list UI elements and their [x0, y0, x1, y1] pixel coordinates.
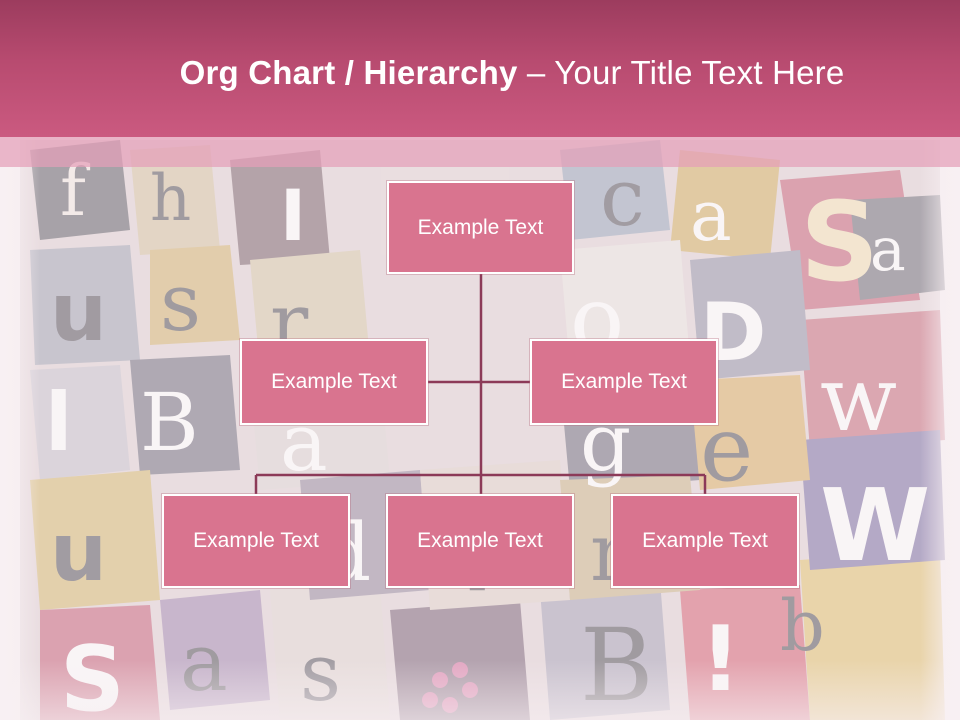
- org-node-assistant-left-label: Example Text: [271, 370, 397, 393]
- slide-title[interactable]: Org Chart / Hierarchy – Your Title Text …: [0, 54, 960, 92]
- org-node-child-right-label: Example Text: [642, 529, 768, 552]
- title-separator: –: [517, 54, 555, 91]
- org-node-child-center-label: Example Text: [417, 529, 543, 552]
- org-node-root[interactable]: Example Text: [387, 181, 574, 274]
- title-regular: Your Title Text Here: [554, 54, 845, 91]
- org-node-child-center[interactable]: Example Text: [386, 494, 574, 588]
- org-node-assistant-right-label: Example Text: [561, 370, 687, 393]
- title-bar: [0, 0, 960, 137]
- title-band: [0, 137, 960, 167]
- org-node-assistant-left[interactable]: Example Text: [240, 339, 428, 425]
- org-node-child-left[interactable]: Example Text: [162, 494, 350, 588]
- org-node-child-right[interactable]: Example Text: [611, 494, 799, 588]
- org-node-assistant-right[interactable]: Example Text: [530, 339, 718, 425]
- org-node-child-left-label: Example Text: [193, 529, 319, 552]
- org-node-root-label: Example Text: [417, 215, 544, 239]
- title-bold: Org Chart / Hierarchy: [179, 54, 518, 91]
